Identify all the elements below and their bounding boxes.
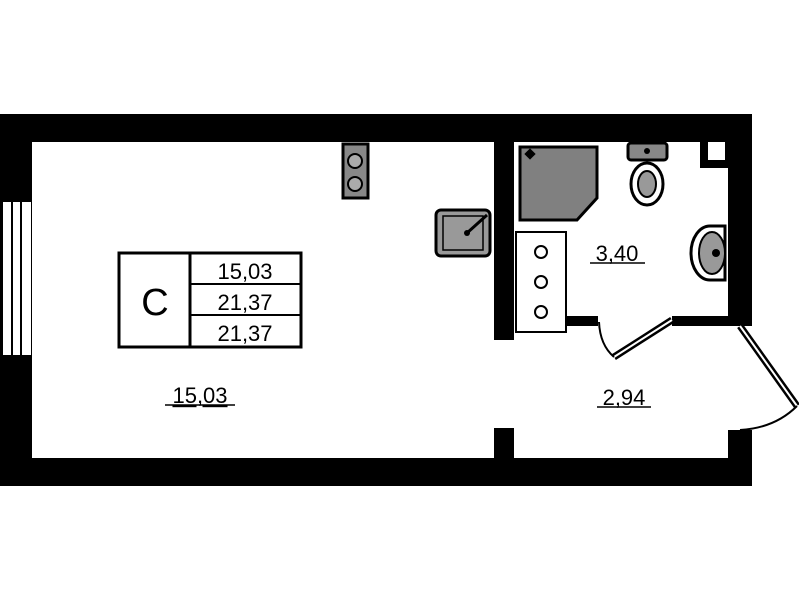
- toilet-icon: [626, 141, 669, 207]
- partition-stub: [494, 428, 514, 458]
- walls: [0, 114, 752, 486]
- right-wall-lower: [728, 430, 752, 486]
- bathroom-door[interactable]: [598, 317, 674, 360]
- entrance-door[interactable]: [737, 323, 799, 431]
- washing-machine-cabinet: [515, 231, 567, 333]
- bathroom-sink-icon: [689, 224, 727, 282]
- top-wall: [0, 114, 752, 142]
- total-area-balcony-value: 21,37: [217, 321, 272, 346]
- living-area-value: 15,03: [217, 259, 272, 284]
- apartment-summary-table: С 15,03 21,37 21,37: [117, 251, 303, 349]
- hallway-area: 2,94: [603, 385, 646, 410]
- total-area-value: 21,37: [217, 290, 272, 315]
- bottom-wall: [0, 458, 752, 486]
- window: [3, 202, 31, 355]
- shower-icon: [518, 145, 599, 222]
- shaft-inner: [708, 142, 725, 160]
- bathroom-area: 3,40: [596, 241, 639, 266]
- unit-type-label: С: [141, 282, 168, 324]
- kitchen-sink-icon: [434, 208, 492, 258]
- partition-wall: [494, 142, 514, 340]
- room-labels: 15,03 3,40 2,94: [165, 241, 651, 410]
- bathroom-wall-left: [566, 316, 598, 326]
- right-wall-upper: [728, 114, 752, 326]
- living-room-area: 15,03: [172, 383, 227, 408]
- stove-icon: [341, 142, 370, 200]
- bathroom-wall-right: [672, 316, 728, 326]
